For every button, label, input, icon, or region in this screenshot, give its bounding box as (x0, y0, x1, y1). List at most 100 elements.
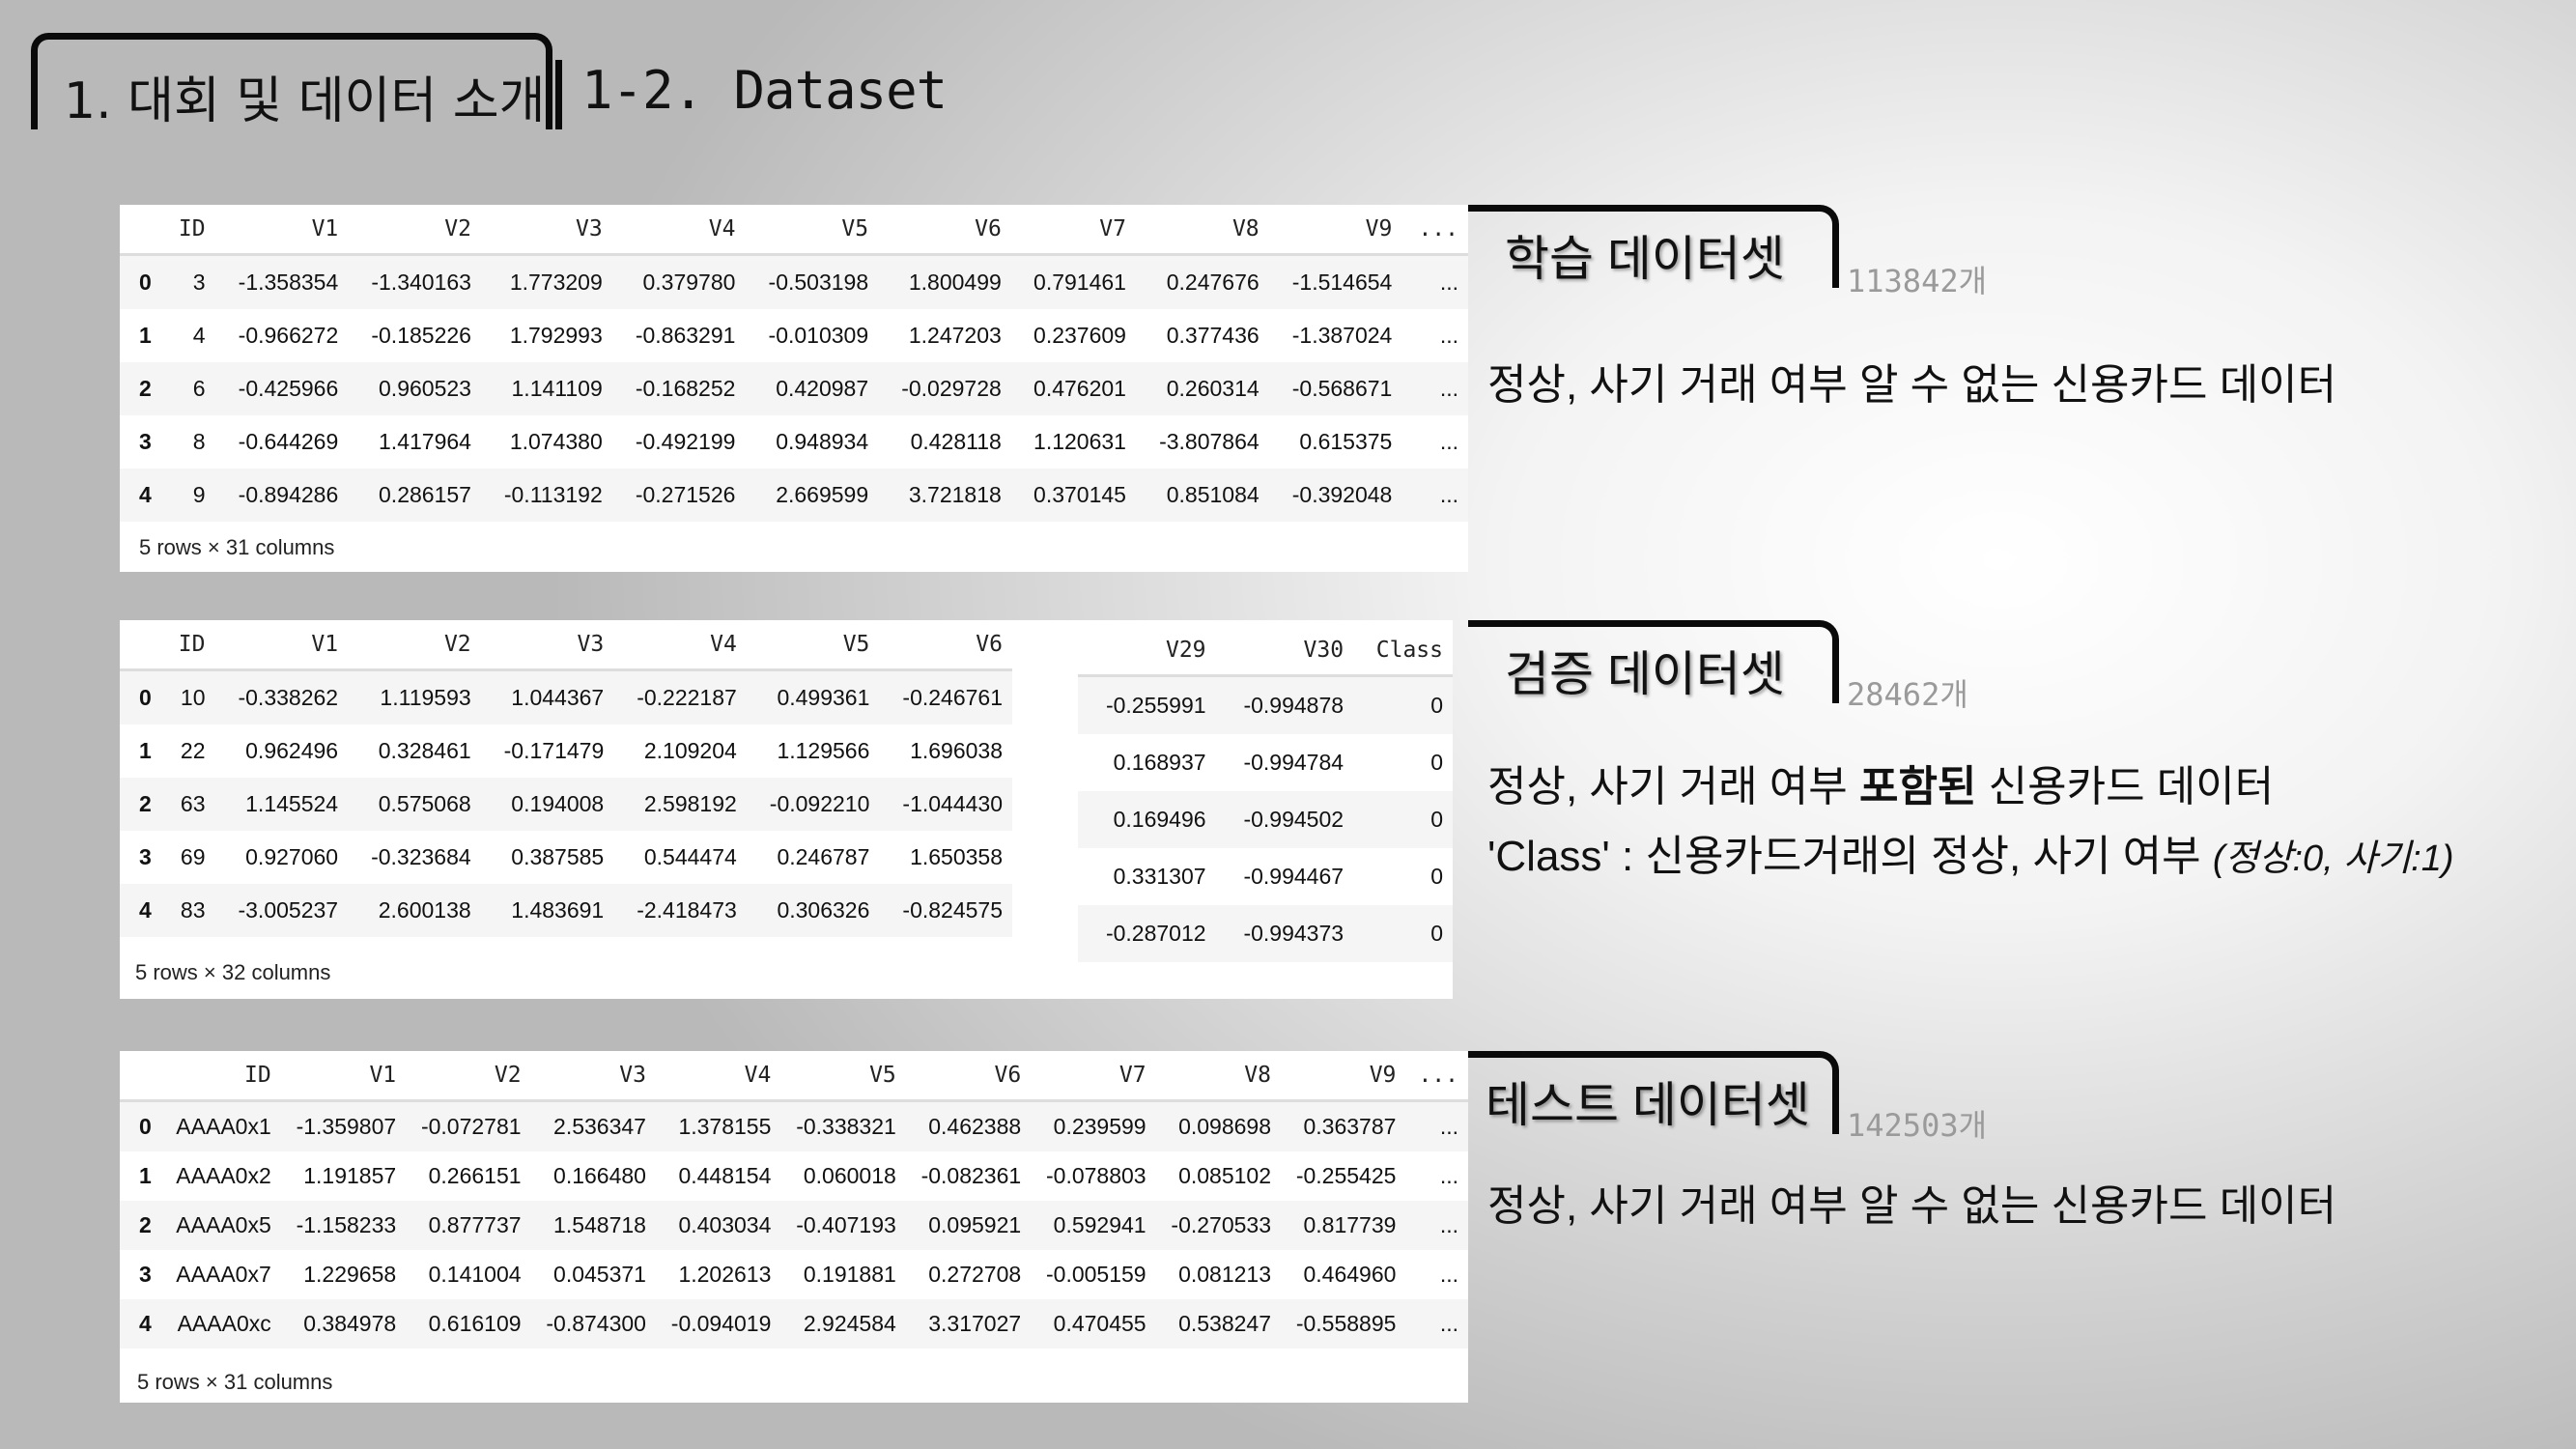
table-cell: -0.082361 (920, 1163, 1022, 1188)
table-cell: 0.851084 (1135, 469, 1269, 522)
table-cell: -1.158233 (280, 1201, 407, 1250)
train-table-footer: 5 rows × 31 columns (139, 535, 335, 559)
table-cell: -0.338321 (780, 1100, 906, 1151)
column-header: V2 (348, 620, 481, 671)
test-caption-title: 테스트 데이터셋 (1486, 1078, 1810, 1132)
table-cell: 0.420987 (745, 362, 879, 415)
table-cell: 83 (163, 884, 215, 937)
column-header: V6 (879, 620, 1012, 671)
column-header: V6 (878, 205, 1011, 256)
table-cell: -0.338262 (214, 669, 349, 724)
table-cell: 0.377436 (1166, 323, 1260, 348)
table-cell: -0.994373 (1215, 905, 1354, 962)
test-count: 142503개 (1847, 1107, 1988, 1144)
table-cell: -0.094019 (655, 1299, 781, 1349)
table-cell: -0.568671 (1268, 362, 1402, 415)
table-cell: -0.171479 (503, 738, 605, 763)
column-header: V7 (1010, 205, 1136, 256)
table-cell: 0.476201 (1010, 362, 1136, 415)
table-cell: 0.266151 (428, 1163, 522, 1188)
table-cell: 0.379780 (611, 254, 746, 309)
table-cell: 0.085102 (1178, 1163, 1271, 1188)
row-index: 1 (139, 738, 152, 763)
column-header: V2 (406, 1051, 531, 1102)
table-cell: 0.575068 (348, 778, 481, 831)
column-header: V3 (530, 1051, 656, 1102)
table-cell: -0.078803 (1046, 1163, 1146, 1188)
row-index: 3 (139, 429, 152, 454)
column-header: V4 (611, 205, 746, 256)
table-cell: 0.286157 (348, 469, 481, 522)
table-cell: 1.202613 (678, 1262, 772, 1287)
row-index: 0 (120, 254, 164, 309)
train-description: 정상, 사기 거래 여부 알 수 없는 신용카드 데이터 (1487, 361, 2337, 409)
valid-description: 정상, 사기 거래 여부 포함된 신용카드 데이터 (1487, 752, 2274, 813)
table-cell: -0.558895 (1281, 1299, 1406, 1349)
column-header: ID (160, 1051, 281, 1102)
table-cell: 2.536347 (530, 1100, 656, 1151)
table-cell: 0.544474 (643, 844, 737, 869)
table-cell: 2.924584 (780, 1299, 906, 1349)
column-header: V2 (348, 205, 481, 256)
test-table-footer: 5 rows × 31 columns (137, 1370, 333, 1394)
table-cell: -0.824575 (879, 884, 1012, 937)
table-cell: -0.029728 (878, 362, 1011, 415)
train-count: 113842개 (1847, 263, 1988, 299)
table-cell: 0.239599 (1031, 1100, 1156, 1151)
table-cell: -0.425966 (214, 362, 349, 415)
column-header: V9 (1281, 1051, 1406, 1102)
table-cell: -0.072781 (406, 1100, 531, 1151)
column-header: V1 (280, 1051, 407, 1102)
table-cell: 1.417964 (379, 429, 471, 454)
table-cell: 1.044367 (480, 669, 614, 724)
table-cell: 0.462388 (905, 1100, 1032, 1151)
table-cell: 0.428118 (910, 429, 1002, 454)
table-cell: -0.392048 (1268, 469, 1402, 522)
table-cell: 0.387585 (511, 844, 605, 869)
table-cell: 0.141004 (428, 1262, 522, 1287)
table-cell: 9 (163, 469, 215, 522)
table-cell: 0.260314 (1135, 362, 1269, 415)
table-cell: -0.222187 (613, 669, 747, 724)
table-cell: 0.817739 (1281, 1201, 1406, 1250)
table-cell: -0.005159 (1046, 1262, 1146, 1287)
column-header: V5 (780, 1051, 906, 1102)
table-cell: -0.966272 (238, 323, 339, 348)
row-index: 1 (139, 1163, 152, 1188)
table-cell: -0.185226 (371, 323, 471, 348)
table-cell: -0.994502 (1215, 791, 1354, 848)
table-cell: 1.129566 (777, 738, 870, 763)
table-cell: 0.403034 (655, 1201, 781, 1250)
table-cell: 6 (163, 362, 215, 415)
table-cell: 22 (180, 738, 206, 763)
table-cell: -1.387024 (1291, 323, 1393, 348)
table-cell: 0.470455 (1031, 1299, 1156, 1349)
row-index: 1 (139, 323, 152, 348)
table-cell: -0.323684 (371, 844, 471, 869)
table-cell: ... (1439, 1262, 1458, 1287)
table-cell: 0.791461 (1010, 254, 1136, 309)
column-header: V1 (214, 205, 349, 256)
column-header: ID (163, 205, 215, 256)
table-cell: -0.092210 (746, 778, 880, 831)
table-cell: 0.306326 (746, 884, 880, 937)
table-cell: 69 (180, 844, 206, 869)
table-cell: ... (1439, 1163, 1458, 1188)
table-cell: 0.948934 (776, 429, 869, 454)
table-cell: 0.448154 (678, 1163, 772, 1188)
table-cell: AAAA0xc (160, 1299, 281, 1349)
table-cell: AAAA0x1 (160, 1100, 281, 1151)
row-index: 4 (120, 1299, 161, 1349)
table-cell: 0.370145 (1010, 469, 1136, 522)
